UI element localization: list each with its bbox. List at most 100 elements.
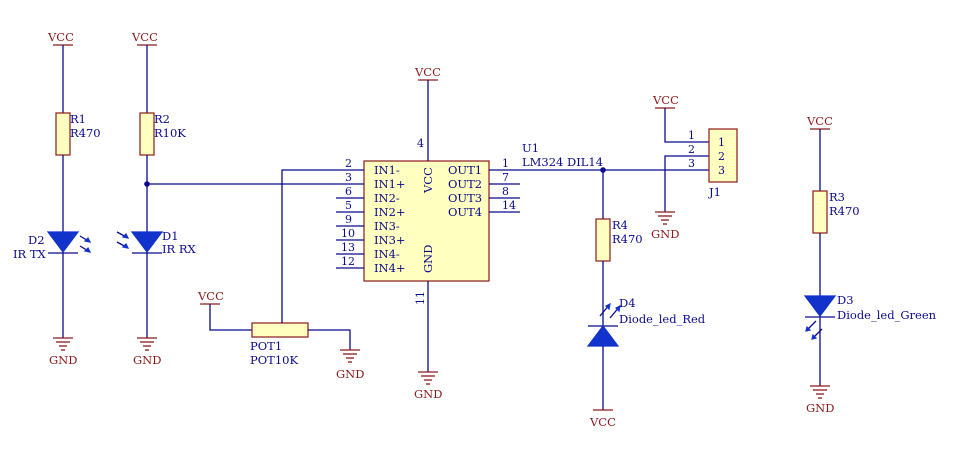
opamp-u1: 2 3 6 5 9 10 13 12 IN1- IN1+ IN2- IN2+ I… [336,65,603,401]
vcc-label-pot: VCC [197,289,224,303]
r4-ref: R4 [612,218,628,232]
gnd-label-pot: GND [336,367,364,381]
u1-pin-name-in3plus: IN3+ [374,233,406,247]
wire-j1-pin2-gnd [664,155,709,212]
u1-pin-name-in2minus: IN2- [374,191,400,205]
led-d2-icon [46,231,80,253]
gnd-label-u1: GND [414,387,442,401]
j1-pin-num-2: 2 [688,143,695,156]
u1-pin-name-out1: OUT1 [448,163,482,177]
gnd-symbol-j1 [655,211,675,225]
d1-receive-arrows-icon [116,231,130,249]
u1-pin-num-13: 13 [341,241,355,254]
d3-ref: D3 [837,293,854,307]
led-d4-icon [586,325,620,347]
vcc-label-r2: VCC [131,30,158,44]
gnd-label-d1: GND [133,353,161,367]
led-d1-icon [130,231,164,253]
u1-pin-name-out2: OUT2 [448,177,482,191]
vcc-label-r1: VCC [47,30,74,44]
u1-left-pins [336,169,364,269]
gnd-label-j1: GND [651,227,679,241]
gnd-symbol-pot [340,349,360,363]
r3-ref: R3 [829,190,845,204]
potentiometer-branch: VCC GND POT1 POT10K [197,169,364,381]
u1-pin-name-in4minus: IN4- [374,247,400,261]
u1-pin-num-5: 5 [345,199,352,212]
d1-ref: D1 [162,229,179,243]
j1-pin-label-1: 1 [718,136,725,149]
u1-value: LM324 DIL14 [522,155,603,169]
r1-value: R470 [70,126,101,140]
u1-pin-num-2: 2 [345,157,352,170]
vcc-label-r3: VCC [806,114,833,128]
u1-pin-name-gnd: GND [421,245,435,273]
gnd-symbol-d2 [53,337,73,351]
d4-value: Diode_led_Red [619,312,706,326]
u1-pin-num-11: 11 [414,291,427,305]
d2-emit-arrows-icon [79,235,92,253]
resistor-r2 [139,112,155,156]
j1-pin-num-3: 3 [688,157,695,170]
u1-pin-num-1: 1 [502,157,509,170]
ir-tx-branch: VCC R1 R470 D2 IR TX GND [13,30,101,367]
r2-value: R10K [154,126,186,140]
gnd-symbol-d3 [810,385,830,399]
gnd-label-d2: GND [49,353,77,367]
resistor-r1 [55,112,71,156]
j1-body [708,128,738,183]
u1-pin-name-in1minus: IN1- [374,163,400,177]
red-led-branch: R4 R470 D4 Diode_led_Red VCC [586,170,706,429]
r3-value: R470 [829,204,860,218]
pot1-value: POT10K [250,353,298,367]
r4-value: R470 [612,232,643,246]
u1-pin-num-4: 4 [417,137,424,150]
gnd-symbol-u1 [418,371,438,385]
u1-pin-name-in2plus: IN2+ [374,205,406,219]
gnd-symbol-d1 [137,337,157,351]
d1-value: IR RX [162,242,197,256]
u1-pin-name-out3: OUT3 [448,191,482,205]
u1-right-pins [489,169,520,213]
wire-j1-pin1-vcc [664,108,709,143]
u1-pin-name-out4: OUT4 [448,205,482,219]
vcc-label-u1: VCC [414,65,441,79]
u1-pin-name-in3minus: IN3- [374,219,400,233]
u1-body [363,160,490,282]
j1-pin-label-2: 2 [718,150,725,163]
connector-j1: VCC GND 1 2 3 1 2 3 J1 [651,93,738,241]
j1-pin-label-3: 3 [718,164,725,177]
wire-pot-vcc [209,304,252,331]
u1-pin-num-8: 8 [502,185,509,198]
d2-value: IR TX [13,247,47,261]
u1-pin-num-9: 9 [345,213,352,226]
u1-pin-num-14: 14 [502,199,516,212]
j1-ref: J1 [708,185,721,199]
resistor-r3 [812,190,828,234]
green-led-branch: VCC R3 R470 D3 Diode_led_Green GND [803,114,937,415]
r1-ref: R1 [70,112,86,126]
vcc-label-d4: VCC [589,415,616,429]
u1-pin-num-7: 7 [502,171,509,184]
vcc-label-j1: VCC [652,93,679,107]
gnd-label-d3: GND [806,401,834,415]
resistor-r4 [595,218,611,262]
pot1-ref: POT1 [250,339,282,353]
u1-pin-name-in4plus: IN4+ [374,261,406,275]
u1-ref: U1 [522,141,539,155]
u1-pin-name-in1plus: IN1+ [374,177,406,191]
d3-value: Diode_led_Green [837,308,937,322]
d2-ref: D2 [28,233,45,247]
r2-ref: R2 [154,112,170,126]
u1-pin-num-10: 10 [341,227,355,240]
u1-pin-num-6: 6 [345,185,352,198]
u1-pin-num-3: 3 [345,171,352,184]
potentiometer-pot1 [251,322,309,338]
d4-ref: D4 [619,296,636,310]
wire-pot-gnd [308,329,351,350]
led-d3-icon [803,295,837,317]
u1-pin-name-vcc: VCC [421,167,435,194]
d4-emit-arrows-icon [599,302,621,319]
u1-pin-num-12: 12 [341,255,355,268]
